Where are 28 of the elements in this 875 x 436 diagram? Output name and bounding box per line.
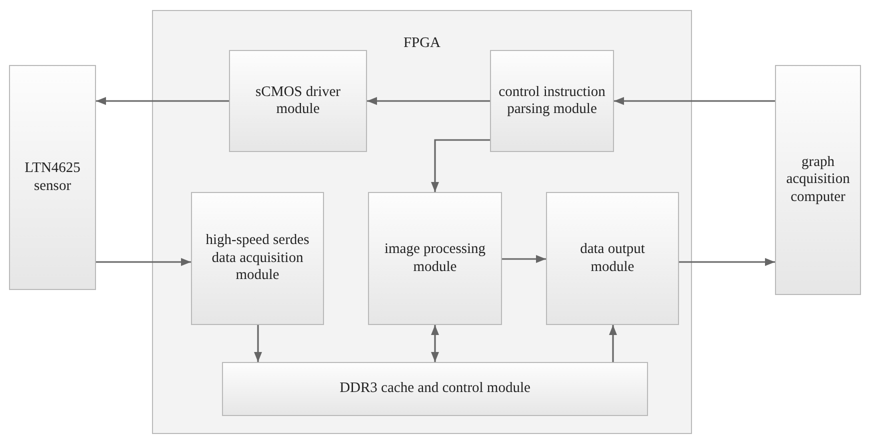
module-label: image processing module (383, 241, 487, 276)
arrow (609, 325, 617, 362)
module-label: graph acquisition computer (785, 154, 851, 206)
arrow (96, 97, 229, 105)
module-box (9, 65, 96, 290)
module-label: control instruction parsing module (498, 84, 606, 118)
module-box (229, 50, 367, 152)
arrow (254, 325, 262, 362)
module-label: DDR3 cache and control module (338, 380, 532, 398)
arrow (431, 139, 490, 192)
arrow (679, 258, 775, 266)
arrow (502, 255, 546, 263)
module-box (546, 192, 679, 325)
container-label: FPGA (402, 35, 442, 52)
arrow (614, 97, 775, 105)
module-label: LTN4625 sensor (24, 160, 82, 195)
container-box (152, 10, 692, 434)
module-box (191, 192, 324, 325)
module-box (490, 50, 614, 152)
arrow (96, 258, 191, 266)
module-label: sCMOS driver module (254, 84, 342, 118)
arrow (431, 325, 439, 362)
module-box (368, 192, 502, 325)
module-box (775, 65, 861, 295)
module-label: data output module (579, 241, 646, 276)
module-box (222, 362, 648, 416)
arrow (367, 97, 490, 105)
module-label: high-speed serdes data acquisition module (204, 232, 310, 285)
